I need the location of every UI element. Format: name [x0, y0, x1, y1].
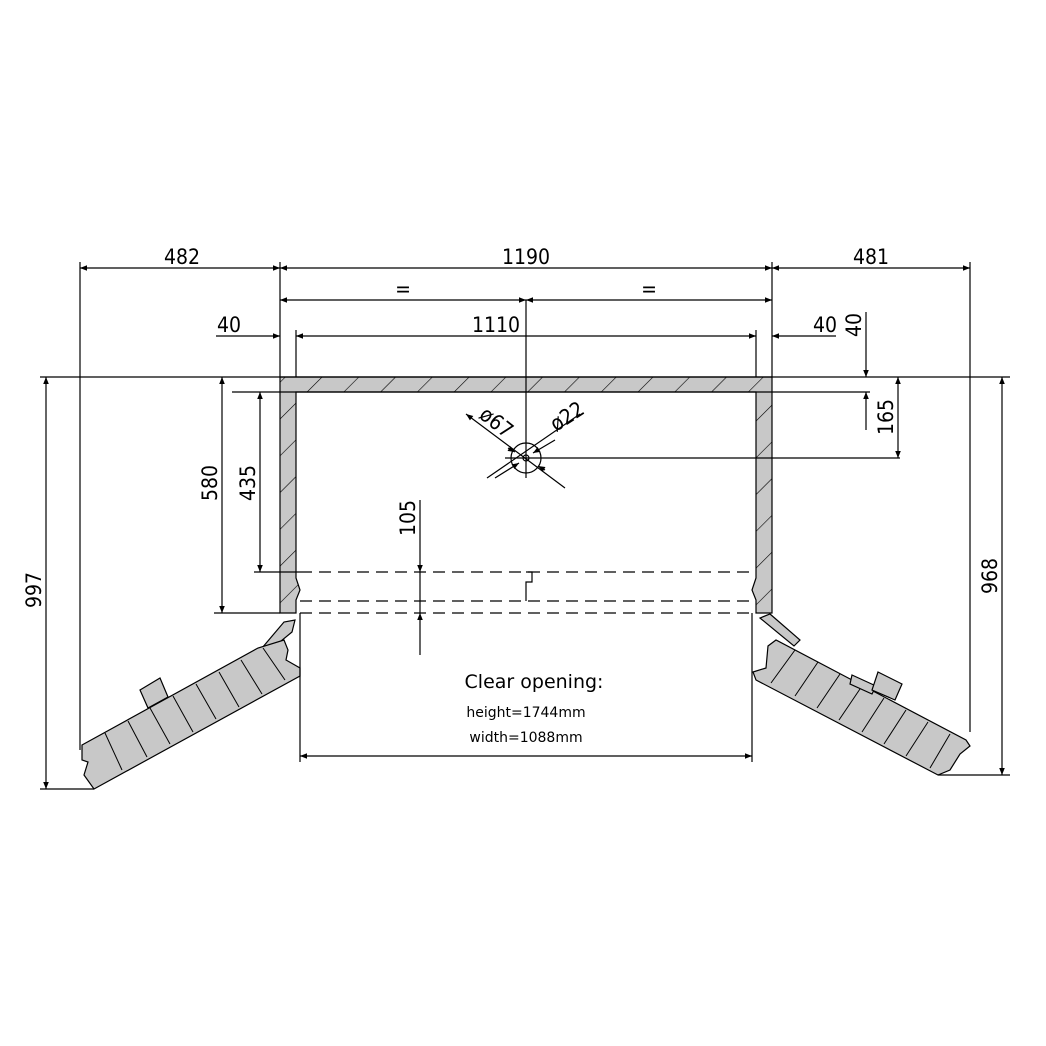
cable-hole [465, 300, 900, 489]
dim-right-overhang: 481 [853, 245, 889, 269]
door-closed-outline [300, 571, 752, 614]
left-door-open [81, 619, 301, 790]
dim-inner-width: 1110 [472, 313, 520, 337]
dim-left-overhang: 482 [164, 245, 200, 269]
hole-large-diameter-label: ø67 [475, 402, 518, 443]
dim-left-offset: 40 [217, 313, 241, 337]
dimension-lines [43, 265, 1005, 789]
dim-equal-left: = [395, 277, 411, 301]
clear-opening-width: width=1088mm [469, 730, 582, 746]
clear-opening-title: Clear opening: [465, 671, 604, 693]
dim-right-offset: 40 [813, 313, 837, 337]
dim-right-top-offset: 40 [842, 313, 866, 337]
hole-small-diameter-label: ø22 [546, 397, 589, 437]
dim-door-gap: 105 [396, 500, 420, 536]
dim-equal-right: = [641, 277, 657, 301]
dim-inner-depth: 435 [236, 465, 260, 501]
dim-right-depth: 968 [978, 558, 1002, 594]
right-door-open [752, 613, 971, 776]
dim-hole-offset: 165 [874, 399, 898, 435]
dim-cabinet-depth: 580 [198, 465, 222, 501]
clear-opening-height: height=1744mm [466, 705, 585, 721]
dim-overall-width: 1190 [502, 245, 550, 269]
extension-lines [40, 262, 1010, 790]
dim-left-depth: 997 [22, 572, 46, 608]
